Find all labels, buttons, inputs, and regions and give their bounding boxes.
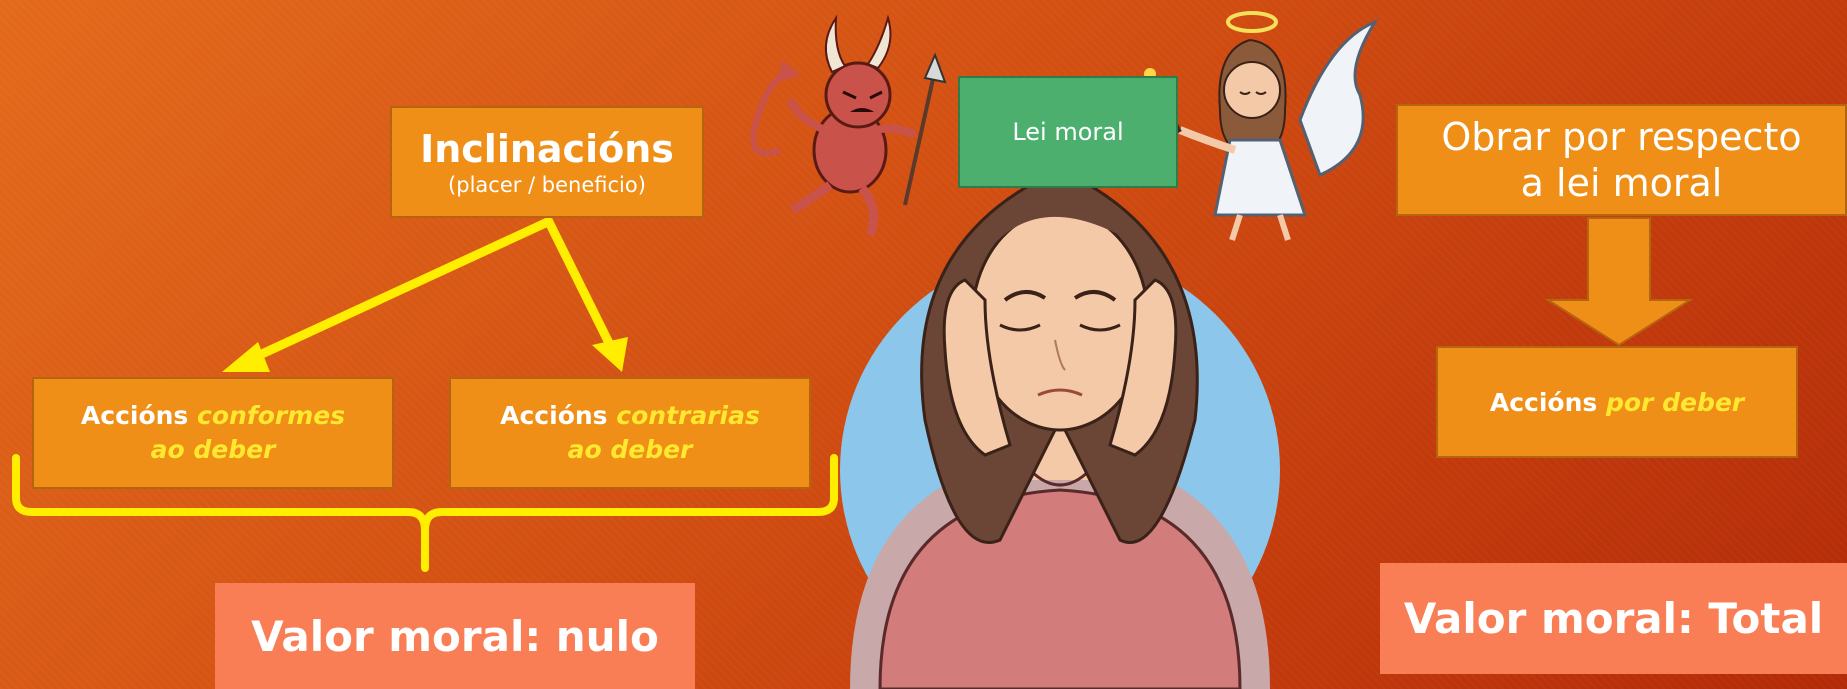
value-total-box: Valor moral: Total (1380, 563, 1847, 674)
actions-conform-box: Accións conformes ao deber (32, 377, 394, 489)
actions-conform-highlight: conformes (197, 401, 346, 430)
woman-with-headache-illustration (840, 168, 1280, 689)
actions-conform-prefix: Accións (80, 401, 198, 430)
actions-conform-line1: Accións conformes (81, 399, 345, 433)
angel-illustration (1144, 11, 1379, 241)
curly-brace (12, 454, 838, 572)
inclinations-subtitle: (placer / beneficio) (448, 173, 646, 197)
inclinations-title: Inclinacións (420, 127, 674, 171)
inclination-arrows (222, 215, 628, 372)
devil-illustration (750, 14, 947, 237)
value-total-label: Valor moral: Total (1403, 594, 1824, 643)
inclinations-box: Inclinacións (placer / beneficio) (390, 106, 704, 218)
actions-duty-box: Accións por deber (1436, 346, 1798, 458)
respect-line1: Obrar por respecto (1441, 115, 1802, 159)
actions-duty-prefix: Accións (1489, 387, 1606, 417)
value-null-label: Valor moral: nulo (251, 611, 659, 661)
actions-contrary-line1: Accións contrarias (500, 399, 760, 433)
actions-duty-highlight: por deber (1605, 387, 1745, 417)
moral-law-label: Lei moral (1012, 118, 1124, 146)
actions-contrary-line2: ao deber (567, 435, 693, 464)
value-null-box: Valor moral: nulo (215, 583, 695, 689)
actions-contrary-box: Accións contrarias ao deber (449, 377, 811, 489)
actions-duty-line: Accións por deber (1490, 388, 1744, 417)
respect-box: Obrar por respecto a lei moral (1396, 104, 1847, 216)
moral-law-box: Lei moral (958, 76, 1178, 188)
respect-line2: a lei moral (1520, 161, 1723, 205)
actions-contrary-prefix: Accións (500, 401, 617, 430)
actions-contrary-highlight: contrarias (616, 401, 760, 430)
duty-down-arrow (1544, 217, 1694, 347)
actions-conform-line2: ao deber (150, 435, 276, 464)
